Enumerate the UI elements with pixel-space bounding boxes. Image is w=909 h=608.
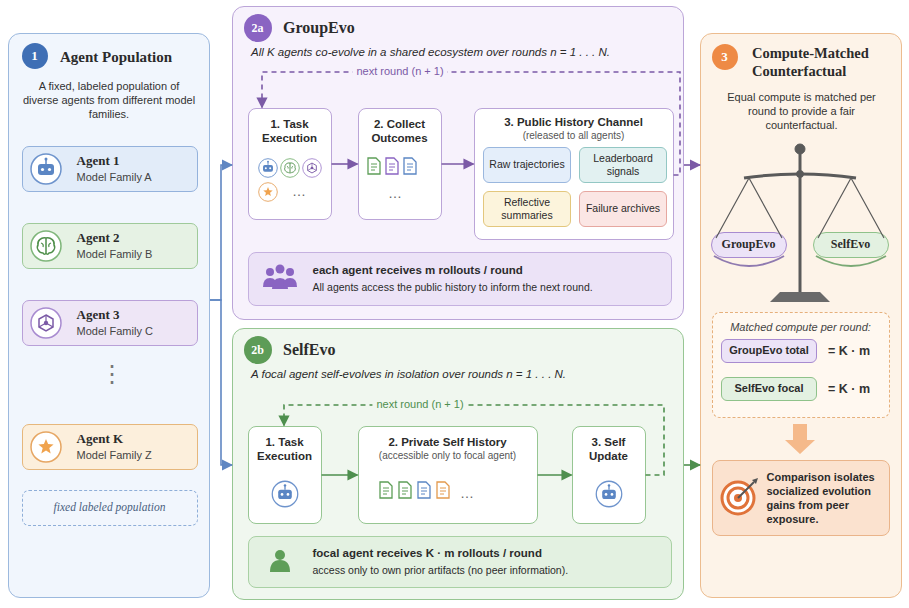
node-body: (released to all agents) xyxy=(481,130,667,143)
node-title: 1. Task Execution xyxy=(253,435,317,464)
node-body: All K agents co-evolve in a shared ecosy… xyxy=(251,45,671,59)
panel: Compute-Matched CounterfactualEqual comp… xyxy=(700,33,902,598)
panel: SelfEvo A focal agent self-evolves in iso… xyxy=(232,328,684,600)
flow-arrow xyxy=(210,300,232,465)
history-item: Reflective summaries xyxy=(483,191,571,227)
scale-pan: GroupEvo xyxy=(711,232,787,258)
node-title: Agent K xyxy=(77,431,197,447)
population-note: fixed labeled population xyxy=(22,490,198,526)
node-title: Reflective summaries xyxy=(484,196,570,222)
node-title: 2a xyxy=(252,22,264,34)
edge-label: next round (n + 1) xyxy=(372,398,467,411)
ellipsis-mark: ⋮ xyxy=(100,362,124,386)
node-title: GroupEvo xyxy=(722,237,776,252)
history-item: Failure archives xyxy=(579,191,667,227)
agent-box: Agent 3 Model Family C xyxy=(22,300,198,346)
node-body: A focal agent self-evolves in isolation … xyxy=(251,367,671,381)
node-title: SelfEvo xyxy=(831,237,870,252)
panel: GroupEvoAll K agents co-evolve in a shar… xyxy=(232,6,684,320)
process-box: 2. Collect Outcomes xyxy=(358,108,442,220)
node-body: Model Family A xyxy=(77,171,197,185)
node-body: access only to own prior artifacts (no p… xyxy=(313,564,663,577)
node-title: Raw trajectories xyxy=(489,158,564,171)
node-title: each agent receives m rollouts / round xyxy=(313,263,663,277)
rollout-band: focal agent receives K · m rollouts / ro… xyxy=(248,536,672,588)
node-title: GroupEvo total xyxy=(729,344,808,358)
panel: Agent Population A fixed, labeled populat… xyxy=(8,33,210,598)
step-badge: 2a xyxy=(244,14,272,42)
node-title: 3 xyxy=(721,50,728,63)
process-box: 1. Task Execution xyxy=(248,108,332,220)
agent-box: Agent K Model Family Z xyxy=(22,424,198,470)
node-title: 3. Self Update xyxy=(577,435,641,464)
ellipsis-mark: … xyxy=(388,186,402,200)
conclusion-box: Comparison isolates socialized evolution… xyxy=(712,460,890,536)
node-title: Agent 3 xyxy=(77,307,197,323)
node-title: Failure archives xyxy=(586,202,660,215)
node-title: Matched compute per round: xyxy=(719,321,883,335)
node-body: (accessible only to focal agent) xyxy=(363,450,533,463)
compute-formula: = K · m xyxy=(828,345,870,358)
step-badge: 3 xyxy=(712,44,738,70)
node-title: GroupEvo xyxy=(283,19,671,37)
step-badge: 1 xyxy=(22,43,48,69)
process-box: 3. Self Update xyxy=(572,426,646,524)
history-item: Leaderboard signals xyxy=(579,147,667,183)
node-title: Agent Population xyxy=(60,48,198,67)
node-title: Agent 1 xyxy=(77,153,197,169)
rollout-band: each agent receives m rollouts / roundAl… xyxy=(248,252,672,306)
node-title: Leaderboard signals xyxy=(580,152,666,178)
node-title: 1 xyxy=(31,49,38,62)
flow-arrow xyxy=(210,165,232,300)
flow-arrow xyxy=(684,164,700,166)
node-title: Agent 2 xyxy=(77,230,197,246)
agent-box: Agent 2 Model Family B xyxy=(22,223,198,269)
node-title: focal agent receives K · m rollouts / ro… xyxy=(313,546,663,560)
node-body: Model Family C xyxy=(77,325,197,339)
node-title: fixed labeled population xyxy=(54,500,166,514)
process-box: 1. Task Execution xyxy=(248,426,322,524)
compute-pill: GroupEvo total xyxy=(721,339,817,363)
node-title: Compute-Matched Counterfactual xyxy=(752,44,891,80)
node-title: SelfEvo focal xyxy=(734,382,803,396)
step-badge: 2b xyxy=(244,336,272,364)
node-title: 2. Private Self History xyxy=(363,435,533,449)
node-title: 3. Public History Channel xyxy=(481,115,667,129)
process-box: 2. Private Self History(accessible only … xyxy=(358,426,538,524)
node-body: Model Family Z xyxy=(77,449,197,463)
compute-box: Matched compute per round: GroupEvo total… xyxy=(712,312,890,418)
node-body: A fixed, labeled population of diverse a… xyxy=(20,79,198,121)
compute-formula: = K · m xyxy=(828,383,870,396)
node-title: 2b xyxy=(251,344,264,356)
node-title: 1. Task Execution xyxy=(253,117,327,146)
scale-pan: SelfEvo xyxy=(813,232,889,258)
node-body: Equal compute is matched per round to pr… xyxy=(712,90,891,132)
process-box: 3. Public History Channel(released to al… xyxy=(474,108,674,240)
ellipsis-mark: … xyxy=(460,486,474,500)
ellipsis-mark: … xyxy=(292,184,306,198)
node-title: SelfEvo xyxy=(283,341,671,359)
node-title: 2. Collect Outcomes xyxy=(363,117,437,146)
edge-label: next round (n + 1) xyxy=(352,65,447,78)
flow-arrow xyxy=(684,464,700,466)
history-item: Raw trajectories xyxy=(483,147,571,183)
agent-box: Agent 1 Model Family A xyxy=(22,146,198,192)
node-title: Comparison isolates socialized evolution… xyxy=(767,470,881,526)
node-body: Model Family B xyxy=(77,248,197,262)
node-body: All agents access the public history to … xyxy=(313,281,663,294)
compute-pill: SelfEvo focal xyxy=(721,377,817,401)
